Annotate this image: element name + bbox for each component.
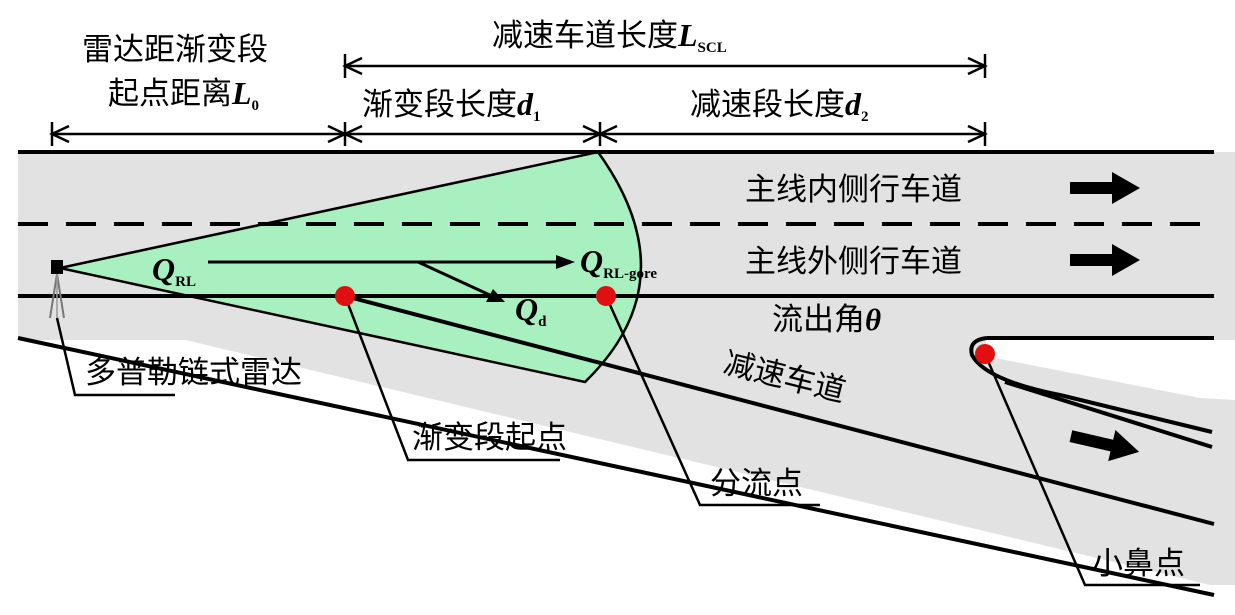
inner-lane-label: 主线内侧行车道 <box>745 172 962 208</box>
radar-leader-line <box>55 317 175 397</box>
inner-lane-arrow-icon <box>1070 172 1140 204</box>
markers <box>335 286 995 364</box>
diverge-point-marker <box>596 286 616 306</box>
decel-lane-pavement <box>18 300 1235 585</box>
decel-lane-upper-edge <box>344 294 1215 526</box>
q-rl-label: QRL <box>152 251 196 290</box>
q-d-label: Qd <box>515 291 547 330</box>
taper-start-marker <box>335 286 355 306</box>
decel-lane-lower-edge <box>17 336 1215 597</box>
q-rl-gore-label: QRL-gore <box>580 243 657 282</box>
q-d-flow-arrow <box>417 260 493 298</box>
outer-lane-arrow-icon <box>1070 244 1140 276</box>
taper-length-label: 渐变段长度d1 <box>362 86 541 125</box>
diverge-angle-label: 流出角θ <box>772 302 881 338</box>
radar-distance-label-line1: 雷达距渐变段 <box>82 32 268 68</box>
leader-lines <box>55 295 1200 587</box>
taper-start-callout-label: 渐变段起点 <box>412 420 567 456</box>
taper-start-leader-line <box>343 295 560 462</box>
gore-nose-leader-line <box>983 353 1200 587</box>
decel-lane-arrow-icon <box>1069 429 1140 462</box>
radar-distance-label-line2: 起点距离L0 <box>108 75 259 114</box>
outer-lane-label: 主线外侧行车道 <box>745 244 962 280</box>
gore-nose-edge <box>969 336 1213 434</box>
direction-arrows <box>1069 172 1140 462</box>
diverge-point-callout-label: 分流点 <box>710 466 803 502</box>
decel-section-length-label: 减速段长度d2 <box>690 86 869 125</box>
ramp-edge-inner <box>1004 380 1213 449</box>
flow-arrows <box>208 255 575 302</box>
radar-icon <box>49 260 65 319</box>
dimension-lines <box>49 54 988 146</box>
diverge-point-leader-line <box>604 295 820 507</box>
radar-callout-label: 多普勒链式雷达 <box>85 355 302 391</box>
decel-lane-length-label: 减速车道长度LSCL <box>492 17 727 56</box>
gore-nose-callout-label: 小鼻点 <box>1092 546 1185 582</box>
gore-nose-marker <box>975 344 995 364</box>
